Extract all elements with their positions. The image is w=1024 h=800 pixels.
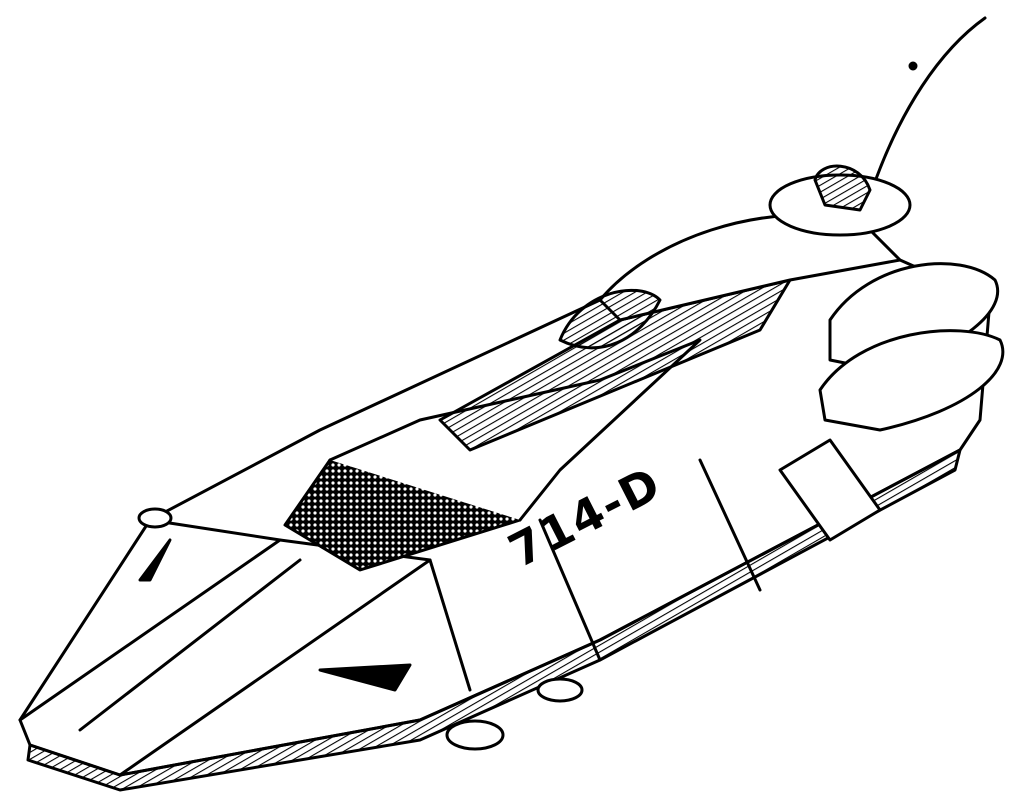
engine-lower [818,329,1005,432]
antenna [870,16,987,192]
